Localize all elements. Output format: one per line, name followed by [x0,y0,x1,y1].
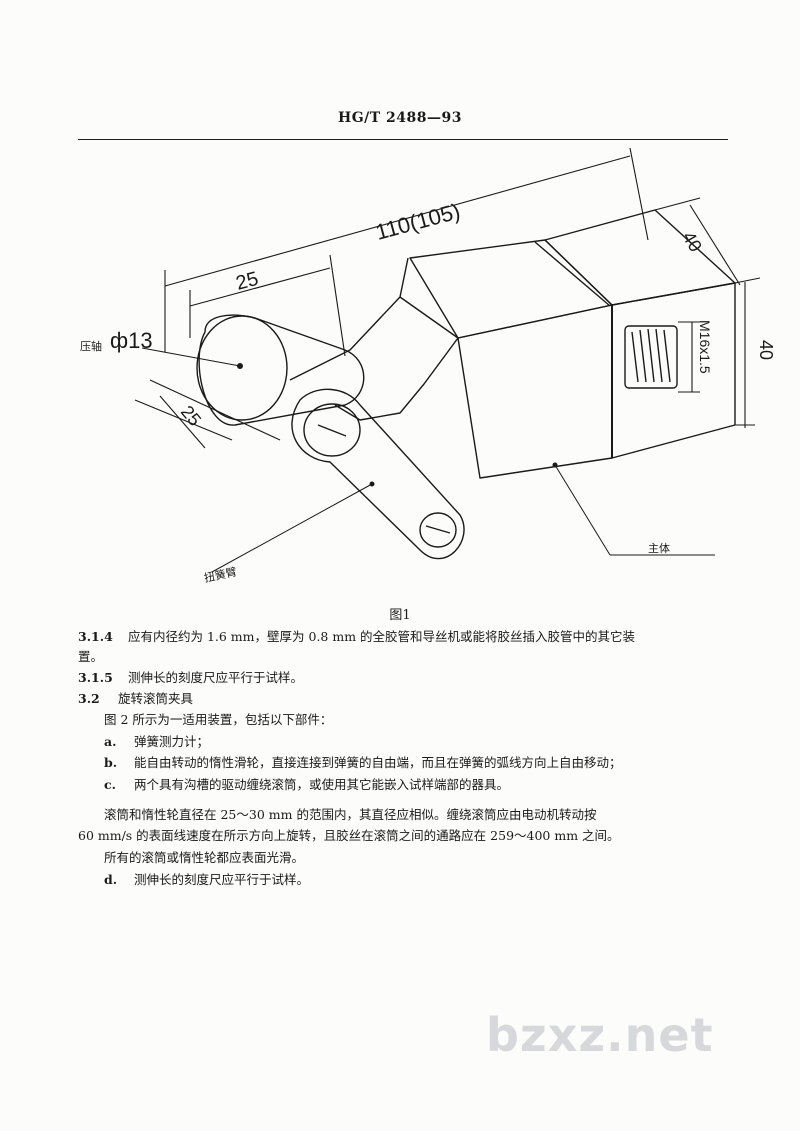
section-number: 3.1.5 [78,670,113,685]
drum-text-line-1: 滚筒和惰性轮直径在 25～30 mm 的范围内，其直径应相似。缠绕滚筒应由电动机… [104,806,596,824]
section-text: 测伸长的刻度尺应平行于试样。 [133,872,309,887]
section-text: 能自由转动的惰性滑轮，直接连接到弹簧的自由端，而且在弹簧的弧线方向上自由移动； [133,755,622,770]
section-text: 滚筒和惰性轮直径在 25～30 mm 的范围内，其直径应相似。缠绕滚筒应由电动机… [104,807,597,822]
dim-25-left-label: 25 [177,402,205,430]
section-text: 两个具有沟槽的驱动缠绕滚筒，或使用其它能嵌入试样端部的器具。 [133,777,509,792]
section-text: 置。 [78,649,104,664]
dim-40-top-label: 40 [679,228,706,255]
header-rule [78,139,728,140]
dim-25-top-label: 25 [234,268,261,295]
section-text: 应有内径约为 1.6 mm，壁厚为 0.8 mm 的全胶管和导丝机或能将胶丝插入… [127,629,636,644]
page-header: HG/T 2488—93 [337,110,463,126]
threaded-rod [624,325,678,389]
item-b: b. 能自由转动的惰性滑轮，直接连接到弹簧的自由端，而且在弹簧的弧线方向上自由移… [104,754,622,772]
section-3-2: 3.2 旋转滚筒夹具 [78,690,193,708]
item-a: a. 弹簧测力计； [104,733,209,751]
item-c: c. 两个具有沟槽的驱动缠绕滚筒，或使用其它能嵌入试样端部的器具。 [104,776,509,794]
section-text: 60 mm/s 的表面线速度在所示方向上旋转，且胶丝在滚筒之间的通路应在 259… [78,828,620,843]
body-label: 主体 [648,541,670,555]
drum-text-line-2: 60 mm/s 的表面线速度在所示方向上旋转，且胶丝在滚筒之间的通路应在 259… [78,827,620,845]
press-shaft-plate [196,314,365,426]
section-3-1-4: 3.1.4 应有内径约为 1.6 mm，壁厚为 0.8 mm 的全胶管和导丝机或… [78,628,635,646]
section-number: 3.1.4 [78,629,113,644]
intro-line: 图 2 所示为一适用装置，包括以下部件： [104,711,332,729]
figure-caption: 图1 [389,608,411,623]
section-3-1-4-cont: 置。 [78,648,103,666]
item-marker: b. [104,755,118,770]
item-d: d. 测伸长的刻度尺应平行于试样。 [104,871,309,889]
item-marker: c. [104,777,116,792]
drum-text-line-3: 所有的滚筒或惰性轮都应表面光滑。 [104,849,304,867]
thread-label: M16x1.5 [697,320,713,374]
section-number: 3.2 [78,691,100,706]
site-watermark: bzxz.net [486,1008,714,1062]
neck-arm [289,257,459,421]
section-text: 旋转滚筒夹具 [117,691,193,706]
section-text: 所有的滚筒或惰性轮都应表面光滑。 [104,850,305,865]
press-shaft-label: 压轴 [80,339,102,353]
figure-1-drawing: 110(105) 25 25 40 40 M16x1.5 ф13 压轴 主体 扭… [80,147,776,585]
dim-40-right-label: 40 [756,340,776,360]
torsion-arm-label: 扭簧臂 [203,564,238,585]
dimension-lines [134,147,761,449]
press-shaft-center-dot [237,363,243,369]
section-text: 图 2 所示为一适用装置，包括以下部件： [104,712,333,727]
section-3-1-5: 3.1.5 测伸长的刻度尺应平行于试样。 [78,669,303,687]
item-marker: a. [104,734,117,749]
section-text: 弹簧测力计； [133,734,209,749]
leader-lines [141,347,715,573]
diameter-label: ф13 [110,328,153,353]
section-text: 测伸长的刻度尺应平行于试样。 [127,670,303,685]
arm-leader-dot [369,481,375,487]
body-leader-dot [552,462,558,468]
torsion-arm [291,388,465,560]
dim-total-label: 110(105) [373,198,463,245]
item-marker: d. [104,872,118,887]
